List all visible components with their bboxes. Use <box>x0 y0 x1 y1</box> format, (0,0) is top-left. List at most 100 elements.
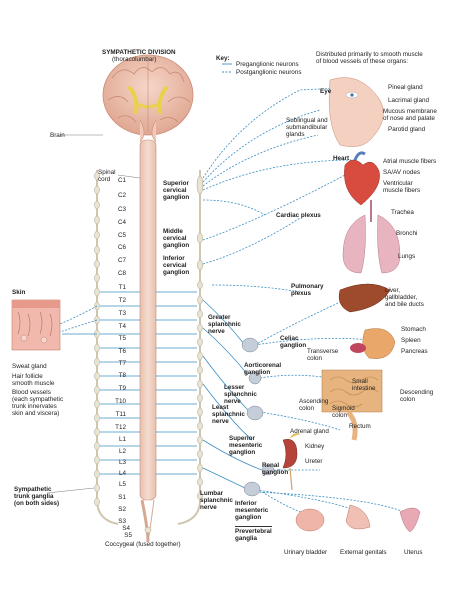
intro-text: Distributed primarily to smooth muscle o… <box>316 51 423 65</box>
segment-c2: C2 <box>117 192 126 199</box>
label-hair-follicle: Hair follicle smooth muscle <box>12 373 55 387</box>
label-heart: Heart <box>333 155 350 162</box>
kidney-illustration <box>282 433 301 491</box>
segment-t6: T6 <box>118 348 126 355</box>
label-trunk-ganglia: Sympathetic trunk ganglia (on both sides… <box>14 486 60 507</box>
label-parotid: Parotid gland <box>388 126 426 133</box>
segment-t7: T7 <box>118 360 126 367</box>
segment-l3: L3 <box>118 459 126 466</box>
segment-c4: C4 <box>117 219 126 226</box>
label-uterus: Uterus <box>404 549 423 556</box>
pelvic-organs-illustration <box>295 504 421 533</box>
sympathetic-trunk-right <box>144 170 204 534</box>
label-ureter: Ureter <box>305 458 323 465</box>
segment-t11: T11 <box>115 411 126 418</box>
segment-t9: T9 <box>118 385 126 392</box>
label-middle-cervical-ganglion: Middle cervical ganglion <box>163 228 190 249</box>
label-transverse-colon: Transverse colon <box>307 348 339 362</box>
segment-t8: T8 <box>118 372 126 379</box>
label-urinary-bladder: Urinary bladder <box>284 549 328 556</box>
label-lesser-splanchnic-nerve: Lesser splanchnic nerve <box>224 384 257 405</box>
lungs-illustration <box>342 200 401 274</box>
label-cardiac-plexus: Cardiac plexus <box>276 212 321 219</box>
label-blood-vessels: Blood vessels (each sympathetic trunk in… <box>12 389 64 417</box>
segment-t4: T4 <box>118 323 126 330</box>
label-sigmoid-colon: Sigmoid colon <box>332 405 355 419</box>
label-external-genitals: External genitals <box>340 549 387 556</box>
label-ascending-colon: Ascending colon <box>299 398 329 412</box>
label-adrenal-gland: Adrenal gland <box>290 428 329 435</box>
spinal-cord <box>139 139 157 543</box>
leader-lines <box>46 134 141 494</box>
segment-c8: C8 <box>117 270 126 277</box>
label-superior-cervical-ganglion: Superior cervical ganglion <box>163 180 190 201</box>
intestines-illustration <box>321 369 383 441</box>
label-kidney: Kidney <box>305 443 325 450</box>
skin-pathways <box>54 305 98 335</box>
label-rectum: Rectum <box>349 423 371 430</box>
prevertebral-ganglia-shapes <box>241 337 275 497</box>
segment-t2: T2 <box>118 297 126 304</box>
label-pineal: Pineal gland <box>388 84 423 91</box>
head-pathways <box>202 87 356 293</box>
segment-s2: S2 <box>118 506 126 513</box>
key-preganglionic: Preganglionic neurons <box>236 61 299 68</box>
key-lines <box>222 63 232 73</box>
segment-t5: T5 <box>118 335 126 342</box>
label-lacrimal: Lacrimal gland <box>388 97 429 104</box>
label-greater-splanchnic-nerve: Greater splanchnic nerve <box>208 314 241 335</box>
key-postganglionic: Postganglionic neurons <box>236 69 302 76</box>
segment-t10: T10 <box>115 398 126 405</box>
label-spleen: Spleen <box>401 337 421 344</box>
label-small-intestine: Small intestine <box>352 378 376 392</box>
segment-c3: C3 <box>117 206 126 213</box>
segment-t3: T3 <box>118 310 126 317</box>
key-heading: Key: <box>216 55 230 62</box>
segment-c7: C7 <box>117 257 126 264</box>
label-pancreas: Pancreas <box>401 348 428 355</box>
heart-illustration <box>344 151 380 206</box>
label-celiac-ganglion: Celiac ganglion <box>280 335 307 349</box>
label-sa-av: SA/AV nodes <box>383 169 420 176</box>
label-sublingual: Sublingual and submandibular glands <box>286 117 328 138</box>
label-eye: Eye <box>320 88 332 95</box>
label-skin: Skin <box>12 289 26 296</box>
head-illustration <box>328 77 384 147</box>
segment-s4: S4 <box>122 525 130 532</box>
label-stomach: Stomach <box>401 326 426 333</box>
segment-l2: L2 <box>118 448 126 455</box>
label-mucous-membrane: Mucous membrane of nose and palate <box>383 108 437 122</box>
label-least-splanchnic-nerve: Least splanchnic nerve <box>212 404 245 425</box>
preganglionic-paths <box>202 299 263 489</box>
stomach-illustration <box>350 328 396 359</box>
diagram-subtitle: (thoracolumbar) <box>112 56 157 63</box>
segment-s5: S5 <box>124 532 132 539</box>
liver-illustration <box>338 283 391 313</box>
label-inferior-mesenteric-ganglion: Inferior mesenteric ganglion <box>235 500 269 521</box>
segment-s3: S3 <box>118 518 126 525</box>
segment-l1: L1 <box>118 436 126 443</box>
segment-l4: L4 <box>118 470 126 477</box>
segment-c5: C5 <box>117 232 126 239</box>
label-pulmonary-plexus: Pulmonary plexus <box>291 283 324 297</box>
label-aorticorenal-ganglion: Aorticorenal ganglion <box>244 362 282 376</box>
spinal-nerve-rami <box>100 291 197 475</box>
label-bronchi: Bronchi <box>396 230 418 237</box>
label-renal-ganglion: Renal ganglion <box>262 462 289 476</box>
label-coccygeal: Coccygeal (fused together) <box>105 541 181 548</box>
label-atrial: Atrial muscle fibers <box>383 158 437 165</box>
brain-illustration <box>102 54 194 143</box>
diagram-title: SYMPATHETIC DIVISION <box>102 49 176 56</box>
segment-t12: T12 <box>115 424 126 431</box>
label-lungs: Lungs <box>398 253 416 260</box>
segment-c6: C6 <box>117 244 126 251</box>
skin-illustration <box>11 299 61 351</box>
segment-c1: C1 <box>117 177 126 184</box>
label-sweat-gland: Sweat gland <box>12 363 47 370</box>
label-superior-mesenteric-ganglion: Superior mesenteric ganglion <box>229 435 263 456</box>
label-brain: Brain <box>50 132 65 139</box>
label-lumbar-splanchnic-nerve: Lumbar splanchnic nerve <box>200 490 233 511</box>
segment-t1: T1 <box>118 284 126 291</box>
